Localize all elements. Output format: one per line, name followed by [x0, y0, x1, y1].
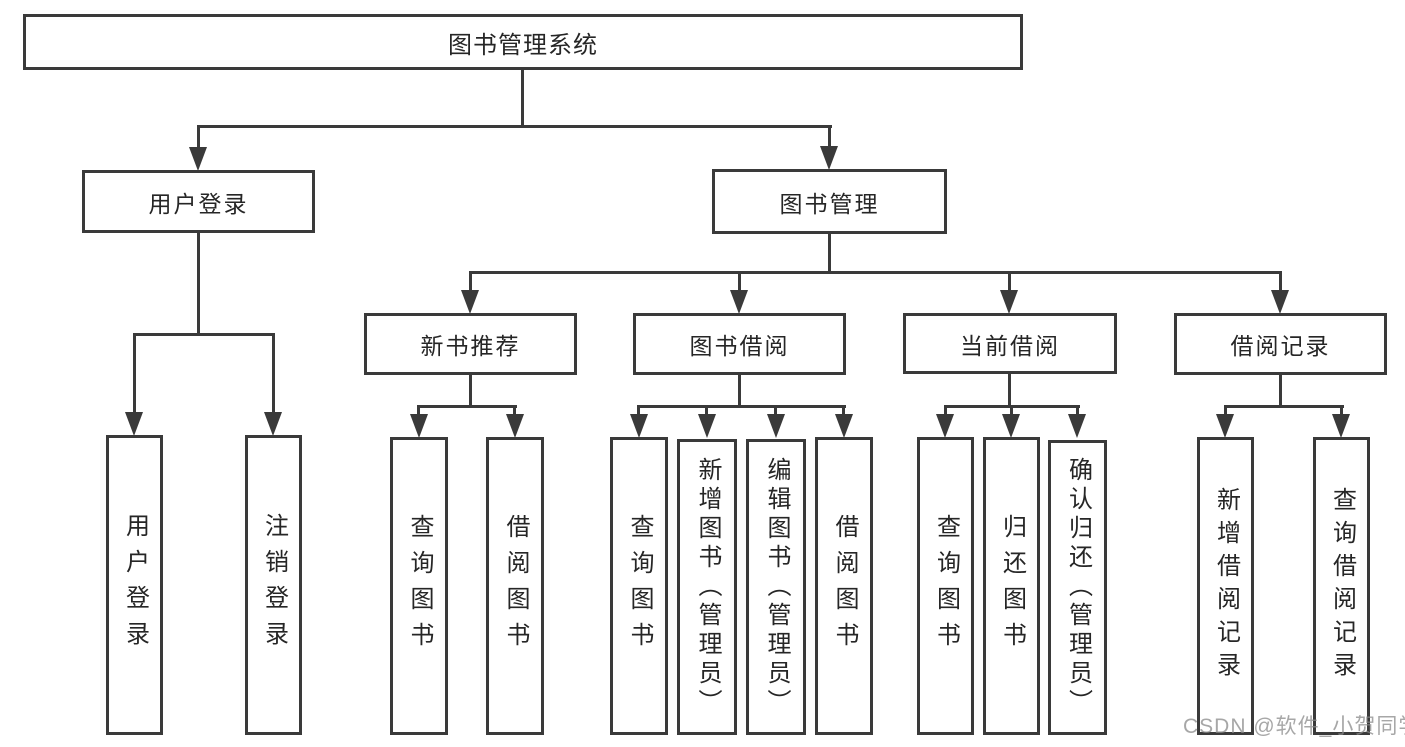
- leaf-br-query-record: 查询借阅记录: [1313, 437, 1370, 735]
- connector-g3-drop-3: [1076, 405, 1079, 417]
- node-new-book-recommend: 新书推荐: [364, 313, 577, 375]
- leaf-br-add-record: 新增借阅记录: [1197, 437, 1254, 735]
- leaf-label: 新增借阅记录: [1212, 487, 1240, 685]
- node-book-management: 图书管理: [712, 169, 947, 234]
- node-book-borrowing: 图书借阅: [633, 313, 846, 375]
- connector-book-mgmt-drop-4: [1279, 271, 1282, 293]
- leaf-label: 确认归还（管理员）: [1064, 457, 1092, 718]
- connector-g1-drop-2: [513, 405, 516, 417]
- connector-book-mgmt-drop-1: [469, 271, 472, 293]
- connector-root-stem: [521, 69, 524, 128]
- connector-user-login-rail: [133, 333, 275, 336]
- connector-user-login-drop-2: [272, 333, 275, 413]
- csdn-watermark: CSDN @软件_小贺同学: [1183, 715, 1405, 738]
- connector-g2-drop-3: [774, 405, 777, 417]
- leaf-bb-query-books: 查询图书: [610, 437, 668, 735]
- connector-g1-rail: [417, 405, 517, 408]
- node-borrowing-records: 借阅记录: [1174, 313, 1387, 375]
- connector-book-mgmt-rail: [469, 271, 1282, 274]
- connector-root-drop-left: [197, 125, 200, 150]
- leaf-nb-query-books: 查询图书: [390, 437, 448, 735]
- leaf-label: 查询图书: [406, 514, 433, 658]
- connector-g4-drop-1: [1224, 405, 1227, 417]
- leaf-bb-edit-books-admin: 编辑图书（管理员）: [746, 439, 806, 735]
- leaf-cb-confirm-return-admin: 确认归还（管理员）: [1048, 440, 1107, 735]
- connector-g2-stem: [738, 374, 741, 407]
- arrowhead-to-book-management: [820, 146, 838, 170]
- connector-g2-drop-4: [842, 405, 845, 417]
- connector-g2-drop-2: [705, 405, 708, 417]
- arrowhead-to-leaf-user-login: [125, 412, 143, 436]
- arrowhead-g2-leaf-2: [698, 414, 716, 438]
- node-user-login: 用户登录: [82, 170, 315, 233]
- arrowhead-g3-leaf-1: [936, 414, 954, 438]
- connector-g4-drop-2: [1340, 405, 1343, 417]
- connector-g3-drop-1: [944, 405, 947, 417]
- arrowhead-g1-leaf-1: [410, 414, 428, 438]
- arrowhead-to-current-borrowing: [1000, 290, 1018, 314]
- connector-book-mgmt-drop-2: [738, 271, 741, 293]
- arrowhead-g3-leaf-2: [1002, 414, 1020, 438]
- arrowhead-to-user-login: [189, 147, 207, 171]
- arrowhead-to-borrowing-records: [1271, 290, 1289, 314]
- leaf-label: 查询图书: [626, 514, 653, 658]
- connector-g2-rail: [637, 405, 846, 408]
- leaf-logout: 注销登录: [245, 435, 302, 735]
- leaf-bb-add-books-admin: 新增图书（管理员）: [677, 439, 737, 735]
- connector-root-drop-right: [828, 125, 831, 150]
- arrowhead-to-book-borrowing: [730, 290, 748, 314]
- leaf-bb-borrow-books: 借阅图书: [815, 437, 873, 735]
- leaf-nb-borrow-books: 借阅图书: [486, 437, 544, 735]
- arrowhead-g3-leaf-3: [1068, 414, 1086, 438]
- leaf-label: 借阅图书: [502, 514, 529, 658]
- arrowhead-to-new-book-recommend: [461, 290, 479, 314]
- leaf-label: 借阅图书: [831, 514, 858, 658]
- node-current-borrowing: 当前借阅: [903, 313, 1117, 374]
- connector-root-rail: [197, 125, 832, 128]
- connector-g4-stem: [1279, 374, 1282, 407]
- leaf-cb-query-books: 查询图书: [917, 437, 974, 735]
- connector-g3-drop-2: [1010, 405, 1013, 417]
- arrowhead-g2-leaf-4: [835, 414, 853, 438]
- node-library-management-system: 图书管理系统: [23, 14, 1023, 70]
- connector-g3-stem: [1008, 374, 1011, 407]
- connector-g1-stem: [469, 374, 472, 407]
- leaf-user-login: 用户登录: [106, 435, 163, 735]
- connector-book-mgmt-drop-3: [1008, 271, 1011, 293]
- arrowhead-g4-leaf-1: [1216, 414, 1234, 438]
- connector-book-mgmt-stem: [828, 232, 831, 273]
- arrowhead-g2-leaf-3: [767, 414, 785, 438]
- arrowhead-g1-leaf-2: [506, 414, 524, 438]
- arrowhead-g2-leaf-1: [630, 414, 648, 438]
- leaf-label: 注销登录: [260, 513, 288, 657]
- arrowhead-g4-leaf-2: [1332, 414, 1350, 438]
- leaf-label: 查询借阅记录: [1328, 487, 1356, 685]
- connector-g1-drop-1: [417, 405, 420, 417]
- leaf-label: 查询图书: [932, 514, 960, 658]
- connector-g4-rail: [1224, 405, 1344, 408]
- connector-g2-drop-1: [637, 405, 640, 417]
- connector-user-login-drop-1: [133, 333, 136, 413]
- leaf-label: 用户登录: [121, 513, 149, 657]
- connector-user-login-stem: [197, 231, 200, 335]
- leaf-label: 编辑图书（管理员）: [763, 456, 790, 718]
- leaf-cb-return-books: 归还图书: [983, 437, 1040, 735]
- leaf-label: 新增图书（管理员）: [694, 456, 721, 718]
- leaf-label: 归还图书: [998, 514, 1026, 658]
- arrowhead-to-leaf-logout: [264, 412, 282, 436]
